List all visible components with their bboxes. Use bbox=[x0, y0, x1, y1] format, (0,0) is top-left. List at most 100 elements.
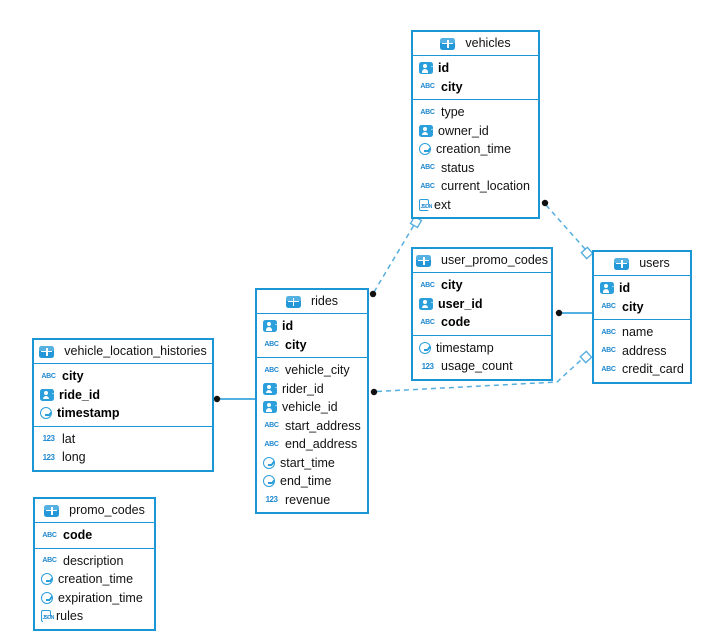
primary-key-section: city user_id code bbox=[413, 273, 551, 335]
field-name: city bbox=[441, 278, 463, 292]
field-name: ext bbox=[434, 197, 451, 212]
field-row[interactable]: timestamp bbox=[413, 339, 551, 358]
table-user-promo-codes[interactable]: user_promo_codes city user_id code times… bbox=[411, 247, 553, 381]
table-header[interactable]: vehicle_location_histories bbox=[34, 340, 212, 364]
field-row[interactable]: creation_time bbox=[35, 570, 154, 589]
id-card-icon bbox=[40, 388, 54, 401]
field-row[interactable]: current_location bbox=[413, 177, 538, 196]
table-vehicles[interactable]: vehicles id city type owner_id creation_… bbox=[411, 30, 540, 219]
relationship-dot bbox=[213, 395, 221, 403]
table-icon bbox=[440, 37, 456, 50]
relationship-user_promo_codes-users bbox=[555, 309, 592, 317]
primary-key-section: code bbox=[35, 523, 154, 548]
table-header[interactable]: rides bbox=[257, 290, 367, 314]
field-name: lat bbox=[62, 431, 76, 446]
field-row[interactable]: ride_id bbox=[34, 386, 212, 405]
field-row[interactable]: code bbox=[413, 313, 551, 332]
field-row[interactable]: address bbox=[594, 342, 690, 361]
field-row[interactable]: timestamp bbox=[34, 404, 212, 423]
field-row[interactable]: long bbox=[34, 448, 212, 467]
json-icon bbox=[41, 610, 54, 623]
id-card-icon bbox=[419, 62, 433, 75]
relationship-diamond bbox=[579, 350, 593, 364]
table-icon bbox=[416, 254, 431, 267]
table-header[interactable]: vehicles bbox=[413, 32, 538, 56]
table-header[interactable]: user_promo_codes bbox=[413, 249, 551, 273]
id-card-icon bbox=[600, 282, 614, 295]
field-row[interactable]: vehicle_city bbox=[257, 361, 367, 380]
field-row[interactable]: rules bbox=[35, 607, 154, 626]
table-header[interactable]: users bbox=[594, 252, 690, 276]
field-row[interactable]: type bbox=[413, 103, 538, 122]
field-row[interactable]: city bbox=[413, 78, 538, 97]
abc-icon bbox=[600, 300, 617, 314]
field-name: timestamp bbox=[436, 340, 494, 355]
field-name: name bbox=[622, 325, 654, 339]
field-row[interactable]: start_time bbox=[257, 454, 367, 473]
field-row[interactable]: description bbox=[35, 552, 154, 571]
field-row[interactable]: city bbox=[257, 336, 367, 355]
field-name: vehicle_id bbox=[282, 400, 338, 414]
field-row[interactable]: id bbox=[257, 317, 367, 336]
field-row[interactable]: lat bbox=[34, 430, 212, 449]
table-icon bbox=[44, 504, 60, 517]
field-name: id bbox=[282, 319, 294, 333]
field-row[interactable]: start_address bbox=[257, 417, 367, 436]
field-row[interactable]: user_id bbox=[413, 295, 551, 314]
field-name: id bbox=[438, 61, 450, 75]
field-row[interactable]: city bbox=[34, 367, 212, 386]
field-name: current_location bbox=[441, 179, 530, 193]
field-name: expiration_time bbox=[58, 590, 143, 605]
field-row[interactable]: ext bbox=[413, 196, 538, 215]
field-row[interactable]: end_address bbox=[257, 435, 367, 454]
relationship-dot bbox=[370, 388, 378, 396]
table-users[interactable]: users id city name address credit_card bbox=[592, 250, 692, 384]
field-row[interactable]: owner_id bbox=[413, 122, 538, 141]
field-row[interactable]: usage_count bbox=[413, 357, 551, 376]
table-title: user_promo_codes bbox=[441, 253, 549, 268]
primary-key-section: id city bbox=[257, 314, 367, 357]
field-row[interactable]: creation_time bbox=[413, 140, 538, 159]
field-row[interactable]: end_time bbox=[257, 472, 367, 491]
relationship-diamond bbox=[580, 246, 594, 260]
table-title: users bbox=[639, 256, 670, 271]
columns-section: vehicle_city rider_id vehicle_id start_a… bbox=[257, 357, 367, 512]
id-card-icon bbox=[263, 320, 277, 333]
abc-icon bbox=[40, 369, 57, 383]
field-row[interactable]: city bbox=[594, 298, 690, 317]
columns-section: timestamp usage_count bbox=[413, 334, 551, 379]
field-row[interactable]: expiration_time bbox=[35, 589, 154, 608]
field-row[interactable]: credit_card bbox=[594, 360, 690, 379]
id-card-icon bbox=[419, 297, 433, 310]
field-row[interactable]: revenue bbox=[257, 491, 367, 510]
field-row[interactable]: name bbox=[594, 323, 690, 342]
field-row[interactable]: vehicle_id bbox=[257, 398, 367, 417]
clock-icon bbox=[419, 341, 431, 354]
field-name: code bbox=[63, 528, 93, 542]
field-name: code bbox=[441, 315, 471, 329]
field-name: rules bbox=[56, 609, 84, 623]
abc-icon bbox=[41, 528, 58, 542]
abc-icon bbox=[41, 554, 58, 568]
field-name: end_time bbox=[280, 474, 332, 488]
field-name: address bbox=[622, 343, 667, 358]
table-promo-codes[interactable]: promo_codes code description creation_ti… bbox=[33, 497, 156, 631]
field-name: timestamp bbox=[57, 406, 120, 420]
table-rides[interactable]: rides id city vehicle_city rider_id vehi… bbox=[255, 288, 369, 514]
abc-icon bbox=[263, 338, 280, 352]
number-icon bbox=[419, 359, 436, 373]
field-row[interactable]: id bbox=[594, 279, 690, 298]
field-row[interactable]: rider_id bbox=[257, 380, 367, 399]
field-row[interactable]: city bbox=[413, 276, 551, 295]
clock-icon bbox=[40, 407, 52, 420]
abc-icon bbox=[419, 278, 436, 292]
table-header[interactable]: promo_codes bbox=[35, 499, 154, 523]
field-name: ride_id bbox=[59, 387, 100, 402]
table-icon bbox=[614, 257, 630, 270]
field-name: long bbox=[62, 450, 86, 464]
columns-section: type owner_id creation_time status curre… bbox=[413, 99, 538, 217]
field-row[interactable]: status bbox=[413, 159, 538, 178]
table-vehicle-location-histories[interactable]: vehicle_location_histories city ride_id … bbox=[32, 338, 214, 472]
field-row[interactable]: code bbox=[35, 526, 154, 545]
field-row[interactable]: id bbox=[413, 59, 538, 78]
